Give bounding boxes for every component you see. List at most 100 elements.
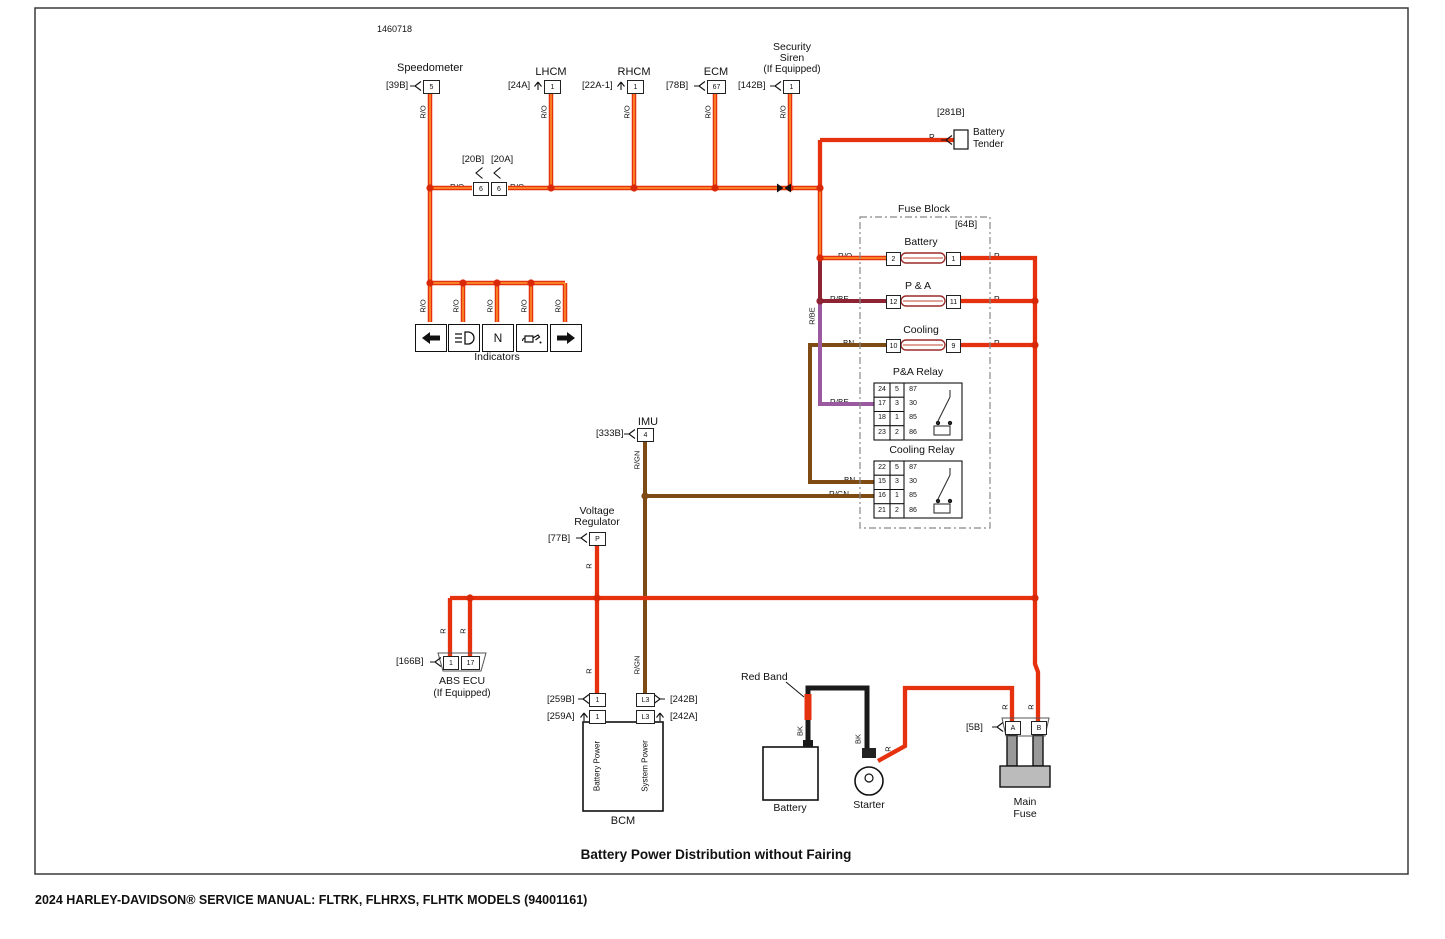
main-fuse-connector-housing	[1001, 717, 1050, 737]
connector-chevron-20a	[493, 166, 502, 180]
cooling-relay-cell: 30	[909, 478, 917, 485]
inline-connector-icon	[777, 183, 791, 193]
battery-tender-connector-icon	[953, 129, 969, 150]
imu-label: IMU	[637, 416, 659, 428]
pa-relay-cell: 86	[909, 429, 917, 436]
abs-ecu-qualifier: (If Equipped)	[433, 688, 491, 699]
bcm-259b-label: [259B]	[547, 694, 575, 705]
abs-connector-label: [166B]	[396, 656, 424, 667]
connector-fork-77b	[575, 532, 588, 544]
cooling-fuse-label: Cooling	[903, 324, 939, 336]
red-band-leader	[785, 681, 805, 698]
cooling-fuse-pin-left: 10	[886, 339, 901, 353]
security-siren-connector-label: [142B]	[738, 80, 766, 91]
pa-relay-cell: 5	[895, 386, 899, 393]
cooling-relay-cell: 87	[909, 464, 917, 471]
cooling-relay-box	[873, 460, 963, 519]
bcm-242a-label: [242A]	[670, 711, 698, 722]
bcm-242b-label: [242B]	[670, 694, 698, 705]
battery-fuse-icon	[900, 252, 946, 264]
indicator-right-turn	[550, 324, 582, 352]
battery-fuse-label: Battery	[904, 236, 938, 248]
cooling-relay-cell: 15	[878, 478, 886, 485]
lhcm-label: LHCM	[535, 66, 567, 78]
fuse-block-outline	[859, 216, 991, 529]
bcm-259a-label: [259A]	[547, 711, 575, 722]
connector-fork-78b	[693, 80, 706, 92]
pa-relay-cell: 3	[895, 400, 899, 407]
abs-connector-housing	[437, 652, 487, 672]
ecm-label: ECM	[703, 66, 729, 78]
speedometer-pin: 5	[423, 80, 440, 94]
figure-number: 1460718	[377, 24, 413, 34]
pa-relay-title: P&A Relay	[892, 366, 944, 378]
connector-fork-142b	[769, 80, 782, 92]
bcm-242a-pin: L3	[636, 710, 655, 724]
connector-fork-166b	[429, 656, 442, 668]
connector-fork-259b	[577, 693, 590, 705]
imu-connector-label: [333B]	[596, 428, 624, 439]
junction-dot-maroon	[816, 297, 824, 305]
voltage-regulator-pin: P	[589, 532, 606, 546]
battery-tender-label-2: Tender	[973, 139, 1004, 150]
speedometer-label: Speedometer	[396, 62, 464, 74]
right-turn-icon	[557, 332, 575, 344]
lhcm-pin: 1	[544, 80, 561, 94]
wire-rbe-relay	[818, 301, 874, 406]
pa-relay-cell: 85	[909, 414, 917, 421]
red-band-label: Red Band	[741, 671, 788, 683]
junction-dots-red	[426, 184, 1039, 602]
junction-dot-brown	[641, 492, 649, 500]
fuse-block-title: Fuse Block	[895, 203, 953, 216]
bcm-box	[582, 721, 664, 812]
pa-relay-cell: 17	[878, 400, 886, 407]
bcm-259b-pin: 1	[589, 693, 606, 707]
cooling-relay-cell: 16	[878, 492, 886, 499]
voltage-regulator-connector-label: [77B]	[548, 533, 571, 544]
wire-bk-battery-cable	[805, 685, 870, 752]
neutral-indicator-text: N	[493, 331, 503, 345]
cooling-relay-cell: 22	[878, 464, 886, 471]
abs-pin-1: 1	[443, 656, 459, 670]
security-siren-label-3: (If Equipped)	[763, 64, 821, 75]
splice-20a-label: [20A]	[491, 154, 514, 165]
diagram-caption: Battery Power Distribution without Fairi…	[580, 847, 852, 862]
manual-footer: 2024 HARLEY-DAVIDSON® SERVICE MANUAL: FL…	[35, 893, 588, 907]
splice-20b-pin: 6	[473, 182, 489, 196]
bcm-label: BCM	[610, 815, 636, 827]
connector-arrow-24a	[533, 81, 543, 91]
pa-relay-box	[873, 382, 963, 441]
splice-20b-label: [20B]	[462, 154, 485, 165]
connector-fork-39b	[409, 80, 422, 92]
voltage-regulator-label-2: Regulator	[574, 516, 620, 528]
left-turn-icon	[422, 332, 440, 344]
security-siren-label-2: Siren	[779, 52, 805, 64]
cooling-relay-cell: 1	[895, 492, 899, 499]
wire-ro-network	[430, 92, 886, 322]
voltage-regulator-label-1: Voltage	[579, 505, 615, 517]
security-siren-pin: 1	[783, 80, 800, 94]
main-fuse-connector-label: [5B]	[966, 722, 983, 733]
wire-rbe-fuse	[818, 258, 886, 303]
wire-bn	[808, 343, 886, 484]
rhcm-label: RHCM	[617, 66, 651, 78]
pa-relay-cell: 1	[895, 414, 899, 421]
fuse-block-connector-label: [64B]	[955, 219, 978, 230]
bcm-242b-pin: L3	[636, 693, 655, 707]
connector-fork-333b	[623, 428, 636, 440]
connector-arrow-259a	[579, 712, 589, 722]
battery-tender-connector-label: [281B]	[937, 107, 965, 118]
pa-relay-cell: 23	[878, 429, 886, 436]
battery-tender-wire-label: R	[929, 133, 935, 142]
pa-relay-cell: 18	[878, 414, 886, 421]
connector-fork-242b	[653, 693, 666, 705]
connector-arrow-242a	[655, 712, 665, 722]
cooling-relay-title: Cooling Relay	[889, 444, 955, 456]
ecm-connector-label: [78B]	[666, 80, 689, 91]
pa-relay-cell: 30	[909, 400, 917, 407]
pa-relay-cell: 2	[895, 429, 899, 436]
battery-box	[762, 740, 819, 801]
wire-red-network	[447, 137, 1041, 763]
